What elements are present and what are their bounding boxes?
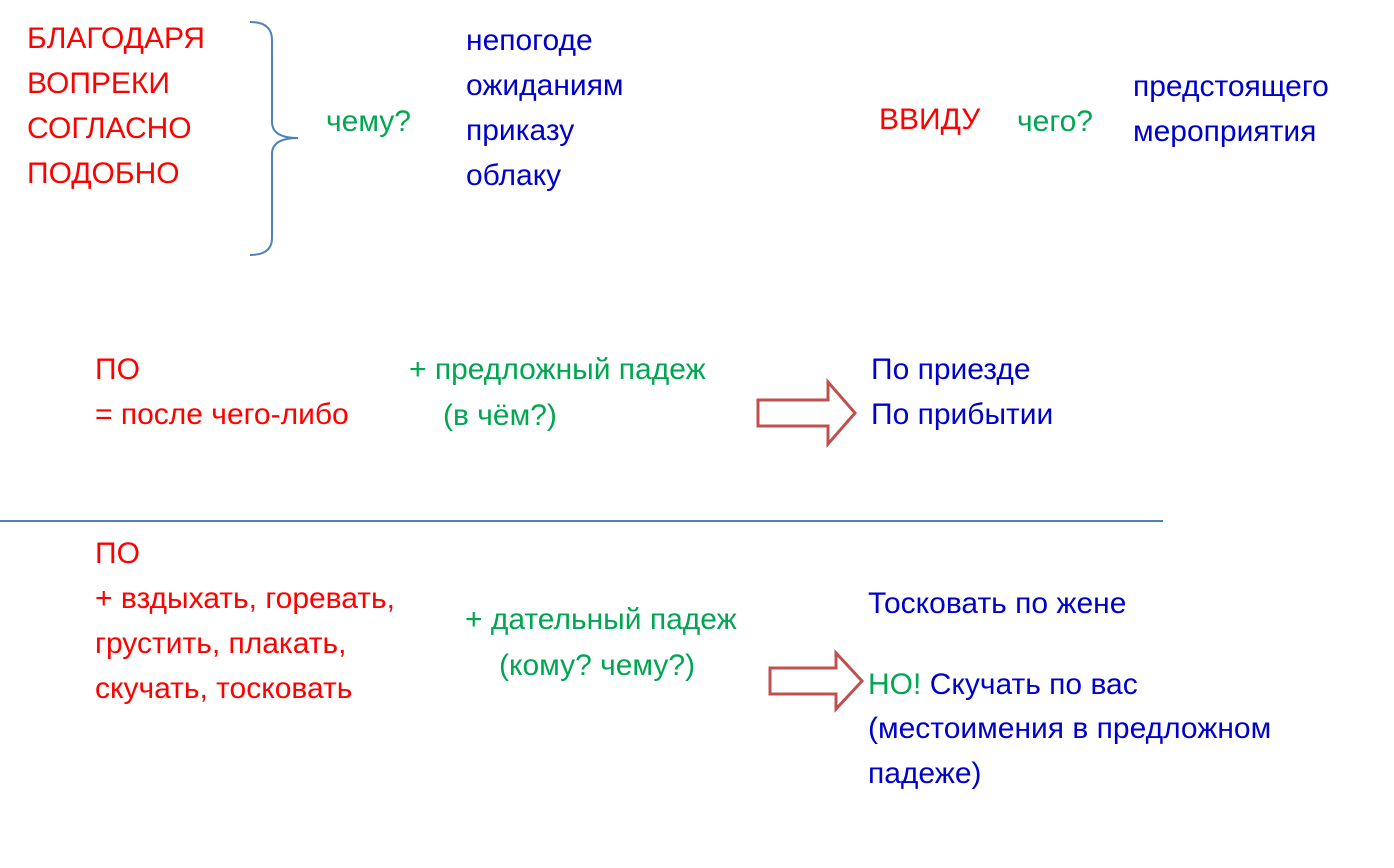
example-ozhidaniyam: ожиданиям xyxy=(466,69,624,102)
po-dative-block: ПО + вздыхать, горевать, грустить, плака… xyxy=(95,531,395,711)
question-chego: чего? xyxy=(1017,105,1093,138)
preposition-soglasno: СОГЛАСНО xyxy=(27,112,192,145)
po-prepositional-block: ПО = после чего-либо xyxy=(95,347,349,437)
curly-brace-icon xyxy=(249,21,299,256)
preposition-vopreki: ВОПРЕКИ xyxy=(27,67,170,100)
verb-line-3: скучать, тосковать xyxy=(95,672,353,705)
example-meropriyatiya: мероприятия xyxy=(1133,115,1317,148)
example-toskovat: Тосковать по жене xyxy=(868,587,1127,620)
exception-note-line-1: (местоимения в предложном xyxy=(868,712,1272,745)
exception-line: НО! Скучать по вас xyxy=(868,662,1138,707)
example-po-pribytii: По прибытии xyxy=(871,398,1054,431)
exception-note-line-2: падеже) xyxy=(868,757,982,790)
preposition-list: БЛАГОДАРЯ ВОПРЕКИ СОГЛАСНО ПОДОБНО xyxy=(27,16,205,196)
case-question-v-chem: (в чём?) xyxy=(443,399,557,432)
preposition-podobno: ПОДОБНО xyxy=(27,157,180,190)
exception-note: (местоимения в предложном падеже) xyxy=(868,706,1271,796)
right-arrow-icon xyxy=(768,649,865,713)
preposition-po: ПО xyxy=(95,353,140,386)
example-nepogode: непогоде xyxy=(466,24,593,57)
but-label: НО! xyxy=(868,668,922,701)
preposition-vvidu: ВВИДУ xyxy=(879,103,981,136)
case-question-komu: (кому? чему?) xyxy=(499,649,696,682)
question-chemu: чему? xyxy=(326,105,411,138)
example-po-priezde: По приезде xyxy=(871,353,1031,386)
verb-line-1: + вздыхать, горевать, xyxy=(95,582,396,615)
example-vvidu: предстоящего мероприятия xyxy=(1133,64,1329,154)
example-list: непогоде ожиданиям приказу облаку xyxy=(466,18,624,198)
case-dative: + дательный падеж xyxy=(465,603,737,636)
example-predstoyashchego: предстоящего xyxy=(1133,70,1329,103)
meaning-posle: = после чего-либо xyxy=(95,398,349,431)
case-prepositional: + предложный падеж xyxy=(409,353,706,386)
example-prikazu: приказу xyxy=(466,114,575,147)
example-po-list: По приезде По прибытии xyxy=(871,347,1053,437)
right-arrow-icon xyxy=(756,377,857,449)
exception-example: Скучать по вас xyxy=(929,668,1138,701)
preposition-blagodarya: БЛАГОДАРЯ xyxy=(27,22,205,55)
preposition-po-2: ПО xyxy=(95,537,140,570)
example-oblaku: облаку xyxy=(466,159,562,192)
verb-line-2: грустить, плакать, xyxy=(95,627,347,660)
